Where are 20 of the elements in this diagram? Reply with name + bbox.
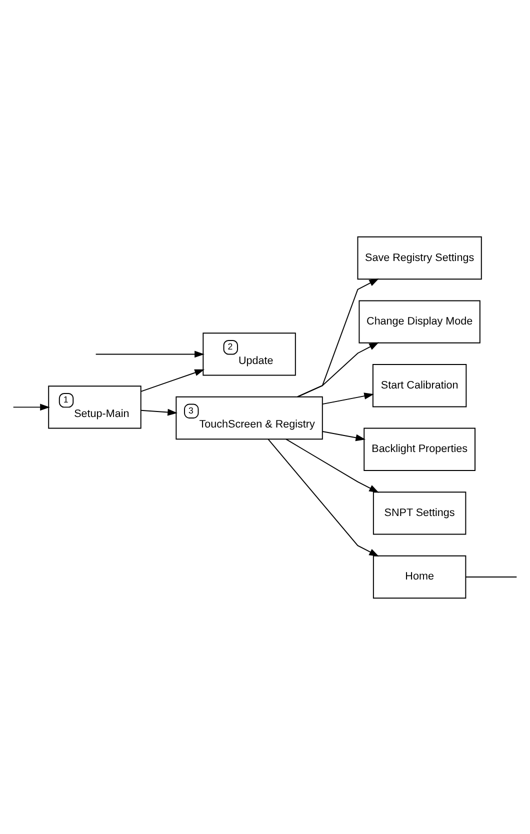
node-box: Backlight Properties xyxy=(364,427,476,470)
node-box: SNPT Settings xyxy=(372,491,466,534)
arrow xyxy=(268,438,379,556)
arrow xyxy=(286,438,379,492)
node-box: 2 Update xyxy=(202,332,296,376)
arrow xyxy=(140,368,205,392)
node-box: Change Display Mode xyxy=(358,300,480,343)
node-box: Home xyxy=(372,554,466,598)
arrow xyxy=(12,403,50,410)
node-box: 1 Setup-Main xyxy=(48,385,142,428)
connector xyxy=(465,576,518,577)
arrow xyxy=(297,342,379,397)
arrow xyxy=(140,408,178,416)
arrow xyxy=(95,350,204,358)
node-box: 3 TouchScreen & Registry xyxy=(176,396,323,440)
node-box: Save Registry Settings xyxy=(357,236,482,280)
arrow xyxy=(297,278,379,397)
arrow xyxy=(322,392,374,404)
node-box: Start Calibration xyxy=(372,364,467,407)
arrow xyxy=(322,430,366,441)
